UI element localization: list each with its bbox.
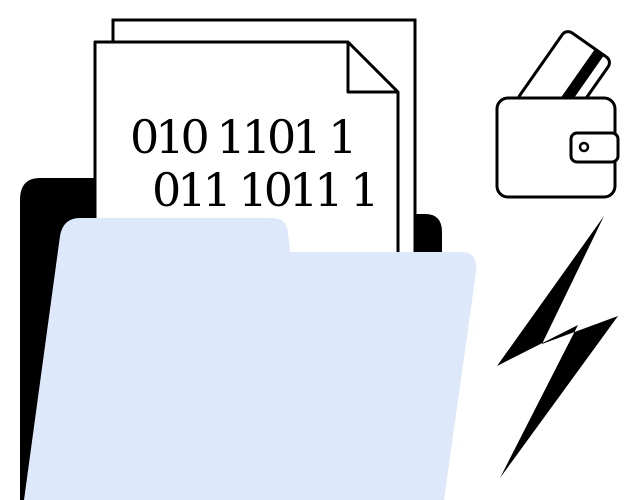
folder-icon [24, 218, 477, 500]
wallet-icon [495, 30, 620, 199]
document-icon: 010 1101 1 011 1011 1 [93, 40, 400, 272]
binary-line-2: 011 1011 1 [152, 163, 375, 217]
binary-line-1: 010 1101 1 [130, 110, 353, 164]
lightning-bolt-icon [497, 216, 618, 478]
